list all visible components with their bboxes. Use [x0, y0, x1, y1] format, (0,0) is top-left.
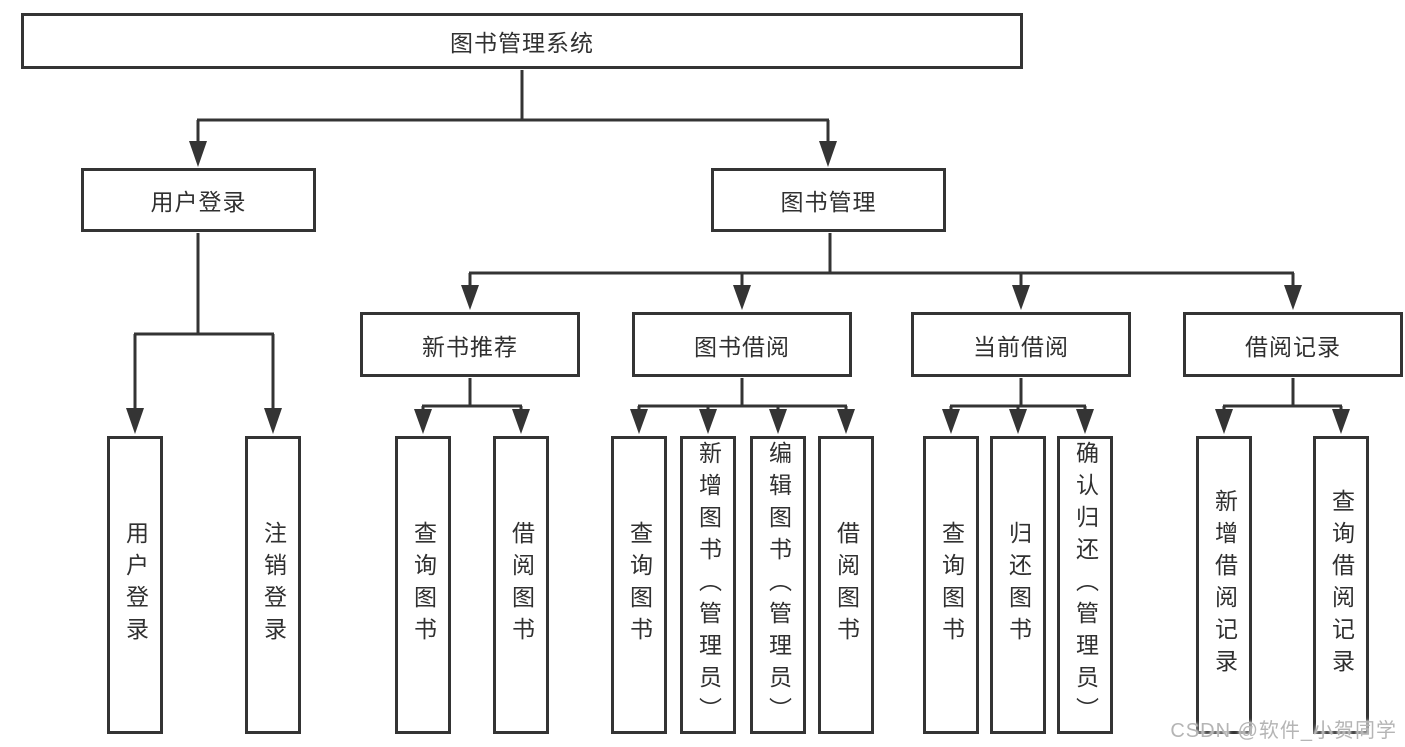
node-borrowing-records: 借阅记录 — [1183, 312, 1403, 377]
leaf-query-books-current-label: 查询图书 — [938, 521, 965, 649]
leaf-query-books-recommend-label: 查询图书 — [410, 521, 437, 649]
leaf-query-borrow-record-label: 查询借阅记录 — [1328, 489, 1355, 681]
leaf-logout-label: 注销登录 — [260, 521, 287, 649]
leaf-query-books-recommend: 查询图书 — [395, 436, 451, 734]
leaf-confirm-return-admin-label: 确认归还（管理员） — [1072, 441, 1099, 729]
leaf-add-borrow-record-label: 新增借阅记录 — [1211, 489, 1238, 681]
leaf-borrow-books-recommend: 借阅图书 — [493, 436, 549, 734]
leaf-edit-book-admin: 编辑图书（管理员） — [750, 436, 806, 734]
leaf-confirm-return-admin: 确认归还（管理员） — [1057, 436, 1113, 734]
leaf-add-book-admin-label: 新增图书（管理员） — [695, 441, 722, 729]
node-current-borrowing: 当前借阅 — [911, 312, 1131, 377]
node-book-management: 图书管理 — [711, 168, 946, 232]
leaf-query-books-borrowing: 查询图书 — [611, 436, 667, 734]
leaf-query-books-borrowing-label: 查询图书 — [626, 521, 653, 649]
csdn-watermark: CSDN @软件_小贺同学 — [1170, 720, 1397, 742]
leaf-borrow-books-recommend-label: 借阅图书 — [508, 521, 535, 649]
node-book-borrowing: 图书借阅 — [632, 312, 852, 377]
leaf-query-books-current: 查询图书 — [923, 436, 979, 734]
leaf-borrow-books: 借阅图书 — [818, 436, 874, 734]
leaf-user-login-label: 用户登录 — [122, 521, 149, 649]
leaf-query-borrow-record: 查询借阅记录 — [1313, 436, 1369, 734]
leaf-return-book: 归还图书 — [990, 436, 1046, 734]
leaf-return-book-label: 归还图书 — [1005, 521, 1032, 649]
node-new-book-recommendation: 新书推荐 — [360, 312, 580, 377]
node-library-management-system: 图书管理系统 — [21, 13, 1023, 69]
leaf-user-login: 用户登录 — [107, 436, 163, 734]
leaf-borrow-books-label: 借阅图书 — [833, 521, 860, 649]
node-user-login: 用户登录 — [81, 168, 316, 232]
leaf-edit-book-admin-label: 编辑图书（管理员） — [765, 441, 792, 729]
leaf-add-borrow-record: 新增借阅记录 — [1196, 436, 1252, 734]
leaf-logout: 注销登录 — [245, 436, 301, 734]
leaf-add-book-admin: 新增图书（管理员） — [680, 436, 736, 734]
